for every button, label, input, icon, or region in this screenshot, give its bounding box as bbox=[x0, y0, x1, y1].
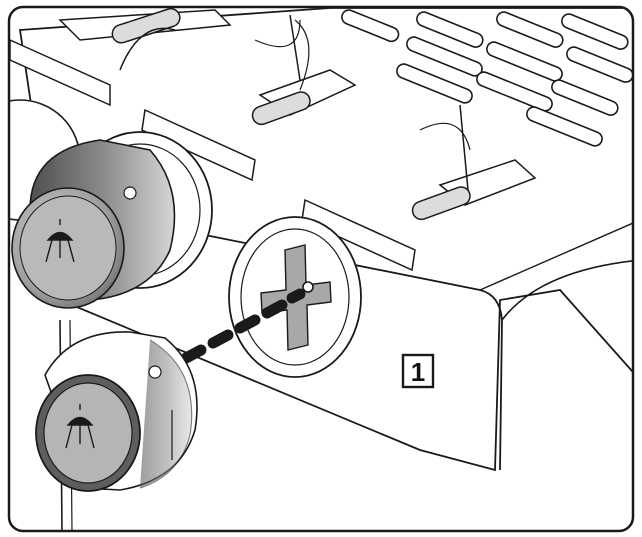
burner-assembly-center bbox=[141, 14, 357, 182]
step-number-badge: 1 bbox=[401, 353, 435, 389]
burner-assembly-right bbox=[301, 104, 537, 272]
panel-side-edge bbox=[501, 259, 633, 321]
control-knob-detached bbox=[35, 331, 198, 492]
control-knob-installed bbox=[11, 139, 176, 309]
step-number-label: 1 bbox=[411, 357, 425, 387]
alignment-dash-line bbox=[180, 288, 306, 364]
scene: 1 bbox=[9, 7, 633, 531]
kettle-grill-logo-icon bbox=[65, 404, 95, 449]
vent-slots bbox=[341, 9, 633, 147]
frame-border bbox=[7, 5, 635, 533]
burner-assembly-left bbox=[9, 7, 232, 107]
kettle-grill-logo-icon bbox=[45, 219, 75, 263]
